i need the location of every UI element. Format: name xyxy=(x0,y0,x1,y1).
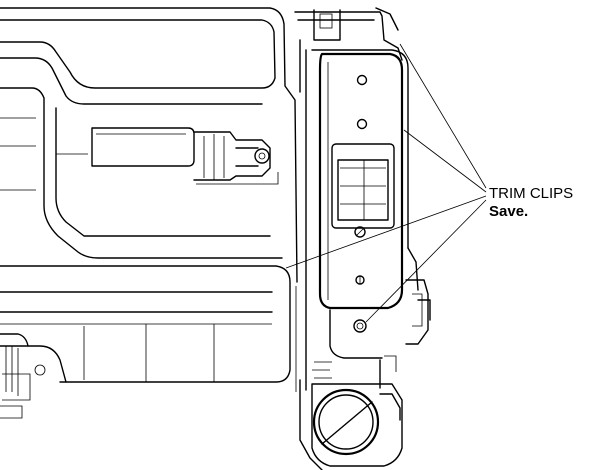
trim-panel-body xyxy=(0,7,298,419)
trim-clips-callout: TRIM CLIPS Save. xyxy=(489,185,573,221)
door-frame xyxy=(294,7,419,470)
callout-leader-lines xyxy=(285,43,487,323)
pillar-trim-panel xyxy=(318,52,431,359)
leader-line-top-clip xyxy=(399,43,487,189)
leader-line-bottom-clip xyxy=(365,199,487,323)
leader-line-left-clip xyxy=(285,195,487,269)
latch-mechanism xyxy=(91,127,279,185)
callout-label-text: TRIM CLIPS xyxy=(489,185,574,202)
leader-line-middle-clip xyxy=(403,129,487,193)
callout-note-text: Save. xyxy=(489,203,529,220)
lower-bracket xyxy=(311,355,403,467)
